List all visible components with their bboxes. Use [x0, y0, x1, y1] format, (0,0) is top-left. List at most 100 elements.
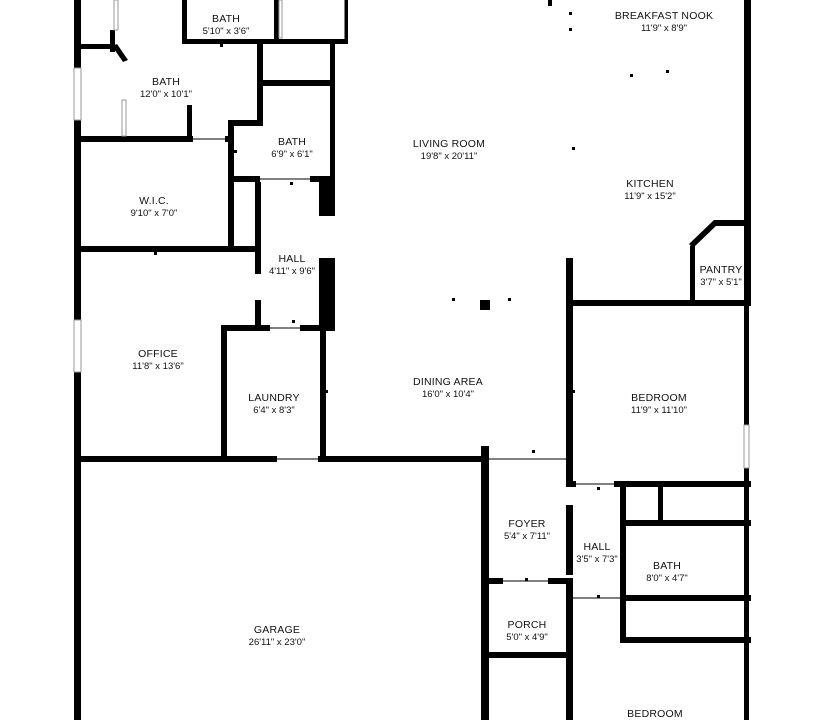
wall-top-east-stub: [548, 0, 552, 6]
wall-foyer-west: [481, 446, 489, 720]
room-hall-north-dims: 4'11" x 9'6": [269, 266, 315, 277]
room-garage-name: GARAGE: [254, 624, 300, 636]
room-living-room-dims: 19'8" x 20'11": [421, 151, 478, 162]
wall-closet-south: [279, 39, 347, 44]
room-laundry-name: LAUNDRY: [248, 392, 299, 404]
wall-east-mid: [744, 305, 749, 425]
walls: [74, 0, 751, 720]
wall-closet-small: [658, 487, 663, 523]
wall-bath-south-north: [626, 520, 751, 526]
wall-hall-south-east: [620, 481, 626, 641]
wall-bathtop-south: [182, 39, 279, 44]
wall-pantry-diag: [689, 220, 718, 248]
wall-laundry-west: [221, 325, 227, 462]
wall-east-low: [744, 468, 749, 720]
room-wic-dims: 9'10" x 7'0": [131, 208, 178, 219]
wall-mbath-east2: [263, 80, 335, 86]
wall-west-top: [74, 0, 81, 68]
window-top-1: [113, 0, 119, 31]
room-pantry-dims: 3'7" x 5'1": [700, 277, 742, 288]
wall-mbath-bottom: [81, 136, 193, 142]
room-bath-hall-name: BATH: [278, 136, 306, 148]
room-porch-name: PORCH: [508, 619, 547, 631]
wall-bedroom-south2: [614, 481, 751, 487]
room-dining-area-name: DINING AREA: [413, 376, 483, 388]
wall-mbath-diag: [110, 30, 115, 52]
wall-bathtop-west: [182, 0, 187, 44]
wall-bedroom-west: [566, 306, 573, 486]
window-west-2: [73, 319, 82, 373]
wall-mbath-shower: [187, 105, 192, 140]
wall-mbath-south: [228, 120, 263, 126]
wall-garage-north2: [318, 456, 488, 462]
room-garage-dims: 26'11" x 23'0": [249, 637, 306, 648]
wall-hall-west: [255, 182, 261, 274]
wall-closet-east: [345, 0, 348, 44]
wall-pantry-west: [690, 246, 695, 302]
wall-pantry-north: [714, 220, 751, 226]
room-bath-south-dims: 8'0" x 4'7": [646, 573, 688, 584]
window-east-1: [743, 424, 750, 469]
window-west-1: [73, 67, 82, 121]
room-bedroom-east-dims: 11'9" x 11'10": [631, 405, 687, 416]
wall-hbath-east: [330, 86, 335, 180]
wall-hbath-west: [228, 120, 234, 250]
room-hall-north-name: HALL: [278, 253, 305, 265]
room-office-dims: 11'8" x 13'6": [132, 361, 183, 372]
room-bedroom-east-name: BEDROOM: [631, 392, 687, 404]
wall-mbath-east: [257, 44, 263, 120]
room-breakfast-nook-name: BREAKFAST NOOK: [615, 10, 713, 22]
room-laundry-dims: 6'4" x 8'3": [253, 405, 295, 416]
wall-closet-east2: [330, 44, 335, 86]
room-bath-top-dims: 5'10" x 3'6": [203, 26, 250, 37]
room-kitchen-name: KITCHEN: [626, 178, 674, 190]
shower-bar: [121, 99, 127, 137]
room-bedroom-south-name: BEDROOM: [627, 708, 683, 720]
room-bath-master-name: BATH: [152, 76, 180, 88]
room-bath-south-name: BATH: [653, 560, 681, 572]
wall-porch-east: [566, 578, 573, 720]
wall-hall-south-west: [566, 505, 573, 575]
room-pantry-name: PANTRY: [700, 264, 743, 276]
room-labels: BATH 5'10" x 3'6" BREAKFAST NOOK 11'9" x…: [131, 10, 743, 720]
room-hall-south-name: HALL: [583, 541, 610, 553]
wall-hall-col2: [319, 258, 335, 330]
wall-mbath-nw: [74, 44, 114, 49]
room-dining-area-dims: 16'0" x 10'4": [422, 389, 474, 400]
wall-bedroom-south: [566, 481, 576, 487]
wall-laundry-north: [222, 325, 270, 331]
column: [480, 300, 490, 310]
wall-bath-south-south: [620, 595, 751, 601]
wall-kitchen-east-stub: [566, 258, 573, 308]
wall-bedroom-south-north: [620, 637, 751, 643]
room-kitchen-dims: 11'9" x 15'2": [624, 191, 675, 202]
wall-west-mid2: [74, 372, 81, 720]
room-hall-south-dims: 3'5" x 7'3": [576, 554, 618, 565]
wall-east-top: [744, 0, 751, 305]
room-bath-hall-dims: 6'9" x 6'1": [271, 149, 313, 160]
wall-garage-north: [81, 456, 277, 462]
wall-bathtop-east: [274, 0, 279, 44]
window-top-2: [278, 0, 283, 39]
room-bath-master-dims: 12'0" x 10'1": [140, 89, 192, 100]
room-breakfast-nook-dims: 11'9" x 8'9": [641, 23, 687, 34]
wall-west-mid1: [74, 120, 81, 320]
wall-hall-west2: [255, 300, 261, 330]
wall-hbath-south2: [310, 176, 335, 182]
wall-laundry-north2: [300, 325, 335, 331]
room-porch-dims: 5'0" x 4'9": [506, 632, 548, 643]
room-office-name: OFFICE: [138, 348, 178, 360]
room-bath-top-name: BATH: [212, 13, 240, 25]
dimension-ticks: [78, 12, 747, 655]
wall-wic-south: [81, 246, 261, 252]
wall-hbath-south: [234, 176, 260, 182]
wall-mbath-angle: [112, 44, 128, 62]
wall-foyer-south2: [548, 578, 572, 584]
wall-laundry-east: [320, 325, 326, 462]
room-foyer-name: FOYER: [508, 518, 545, 530]
room-foyer-dims: 5'4" x 7'11": [504, 531, 550, 542]
room-wic-name: W.I.C.: [139, 195, 169, 207]
wall-bedroom-north: [566, 300, 751, 306]
room-living-room-name: LIVING ROOM: [413, 138, 485, 150]
